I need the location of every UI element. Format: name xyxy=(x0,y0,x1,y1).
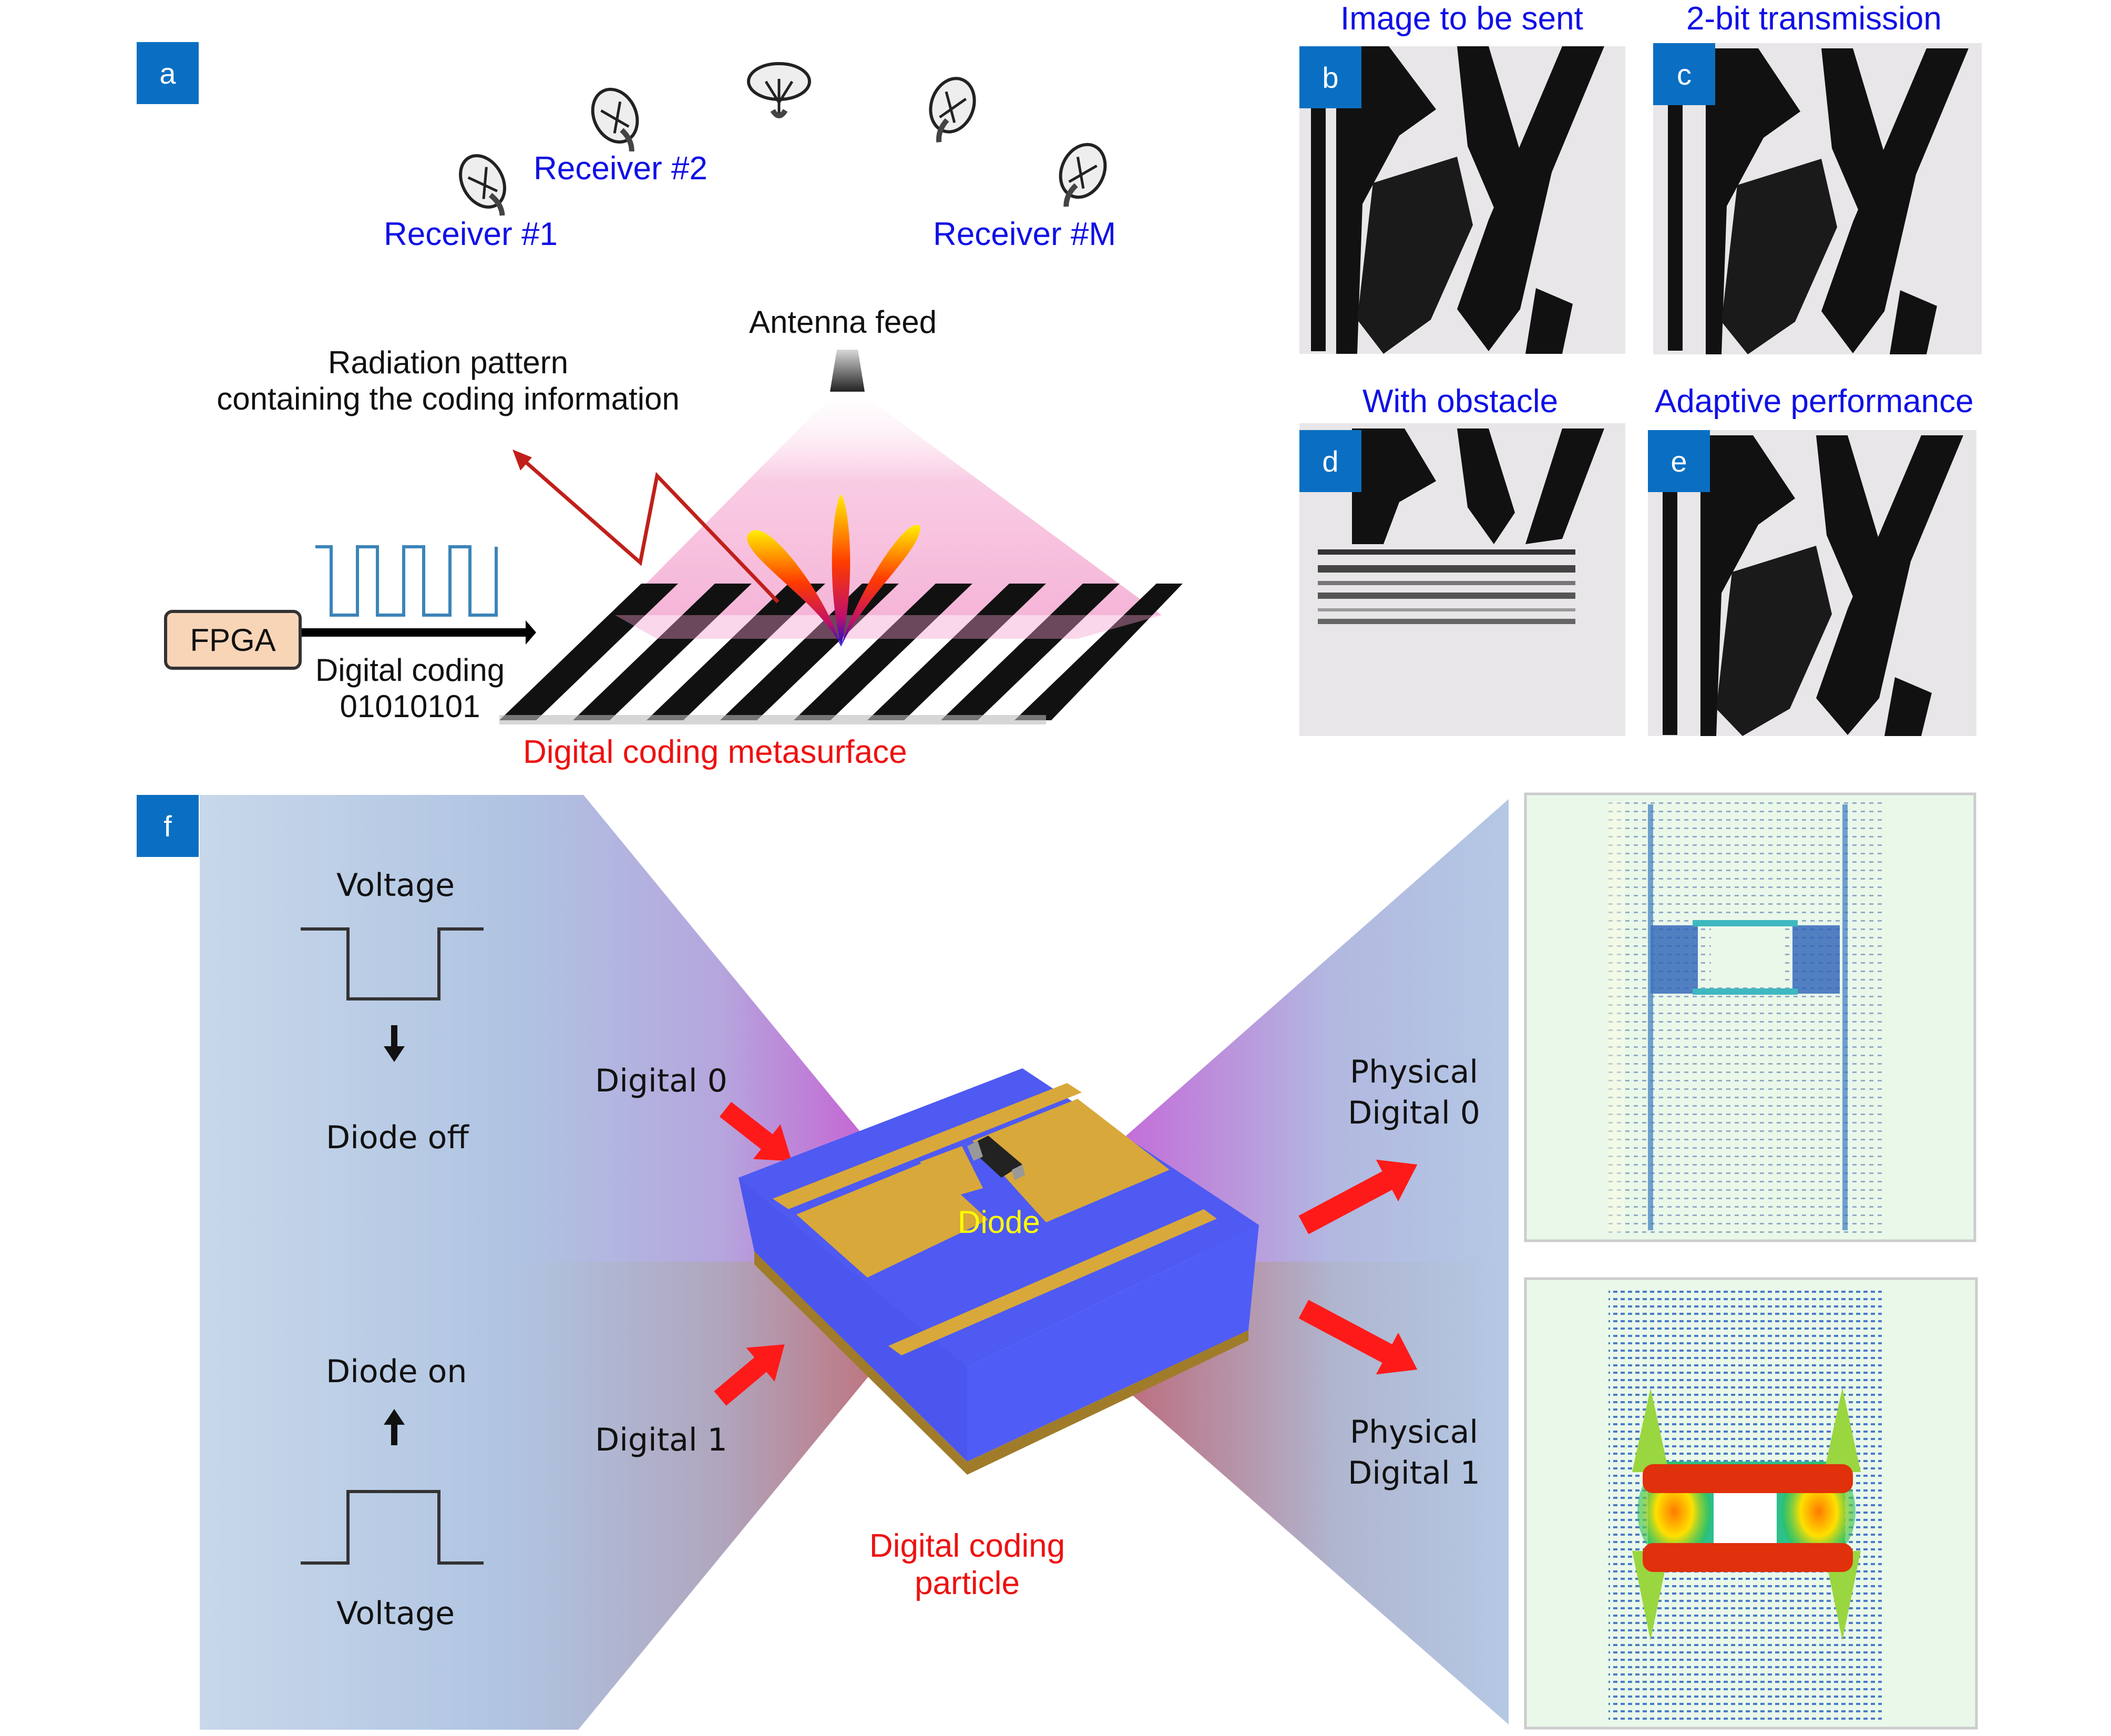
diode-on-label: Diode on xyxy=(326,1353,467,1390)
arrow-up-icon xyxy=(384,1409,405,1425)
radiation-arrow-icon xyxy=(513,450,780,604)
digital-coding-text: Digital coding xyxy=(315,652,505,688)
adaptive-performance-graphic xyxy=(1663,435,1963,736)
antenna-feed-label: Antenna feed xyxy=(749,304,937,340)
physical-digital-1-line1: Physical xyxy=(1349,1414,1479,1451)
left-projection-bottom xyxy=(200,1262,894,1730)
physical-digital-0-label: Physical Digital 0 xyxy=(1335,1051,1493,1133)
physical-digital-0-line2: Digital 0 xyxy=(1348,1095,1480,1131)
receiver-dish-icon xyxy=(747,62,811,118)
panel-e-title: Adaptive performance xyxy=(1655,383,1974,420)
receiver-1-label: Receiver #1 xyxy=(384,216,558,252)
output-arrow-digital1-icon xyxy=(1298,1300,1418,1375)
right-projection-top xyxy=(1114,799,1509,1262)
voltage-high-pulse-icon xyxy=(301,1490,484,1565)
panel-c-tag: c xyxy=(1653,43,1715,105)
receiver-dish-icon xyxy=(459,154,506,216)
panel-b-title: Image to be sent xyxy=(1340,1,1583,37)
diode-off-label: Diode off xyxy=(326,1119,469,1156)
radiation-pattern-line2: containing the coding information xyxy=(217,381,680,416)
voltage-top-label: Voltage xyxy=(336,867,455,904)
panel-f-tag: f xyxy=(137,795,199,857)
coding-particle-label: Digital coding particle xyxy=(862,1527,1072,1602)
obstacle-graphic xyxy=(1318,428,1604,624)
voltage-low-pulse-icon xyxy=(301,927,484,1000)
coding-particle-line2: particle xyxy=(915,1565,1020,1602)
radiation-pattern-label: Radiation pattern containing the coding … xyxy=(205,344,691,417)
radiation-pattern-line1: Radiation pattern xyxy=(328,345,568,380)
fpga-output-arrow-icon xyxy=(294,620,536,645)
metasurface xyxy=(499,584,1183,724)
digital-coding-sequence: 01010101 xyxy=(340,689,480,724)
receiver-dish-icon xyxy=(1059,142,1107,207)
panel-c-title: 2-bit transmission xyxy=(1686,1,1942,37)
digital-1-input-label: Digital 1 xyxy=(595,1422,727,1458)
image-sent-graphic xyxy=(1311,46,1604,354)
two-bit-transmission-graphic xyxy=(1668,48,1969,354)
input-arrow-digital1-icon xyxy=(714,1344,785,1406)
diode-label: Diode xyxy=(958,1204,1040,1240)
fpga-label: FPGA xyxy=(190,622,276,658)
left-projection-top xyxy=(200,795,894,1262)
right-projection-bottom xyxy=(1130,1262,1509,1724)
panel-b-image xyxy=(1299,46,1625,354)
coding-particle-line1: Digital coding xyxy=(869,1528,1065,1564)
physical-digital-1-label: Physical Digital 1 xyxy=(1335,1412,1493,1494)
panel-e-tag: e xyxy=(1648,430,1710,492)
voltage-bottom-label: Voltage xyxy=(336,1595,455,1632)
digital-coding-label: Digital coding 01010101 xyxy=(308,652,513,724)
receiver-m-label: Receiver #M xyxy=(933,216,1116,252)
physical-digital-1-line2: Digital 1 xyxy=(1348,1455,1480,1492)
receiver-2-label: Receiver #2 xyxy=(534,150,708,187)
panel-b-tag: b xyxy=(1299,46,1361,108)
radiation-lobes xyxy=(747,494,920,647)
square-wave-icon xyxy=(315,545,498,617)
metasurface-label: Digital coding metasurface xyxy=(523,734,907,770)
receiver-dish-icon xyxy=(591,87,639,152)
physical-digital-0-line1: Physical xyxy=(1349,1054,1479,1090)
input-arrow-digital0-icon xyxy=(719,1101,792,1161)
antenna-feed-icon xyxy=(830,350,865,392)
feed-beam-overlay xyxy=(615,615,1162,639)
feed-beam-cone xyxy=(615,392,1162,615)
panel-d-title: With obstacle xyxy=(1362,383,1559,420)
panel-d-tag: d xyxy=(1299,430,1361,492)
digital-0-input-label: Digital 0 xyxy=(595,1063,727,1099)
fpga-box: FPGA xyxy=(164,610,302,670)
output-arrow-digital0-icon xyxy=(1298,1159,1418,1234)
panel-e-image xyxy=(1648,430,1976,736)
panel-a-tag: a xyxy=(137,42,199,104)
receiver-dish-icon xyxy=(929,77,976,143)
arrow-down-icon xyxy=(384,1046,405,1062)
coding-particle xyxy=(739,1068,1259,1475)
diode-icon xyxy=(967,1136,1022,1178)
